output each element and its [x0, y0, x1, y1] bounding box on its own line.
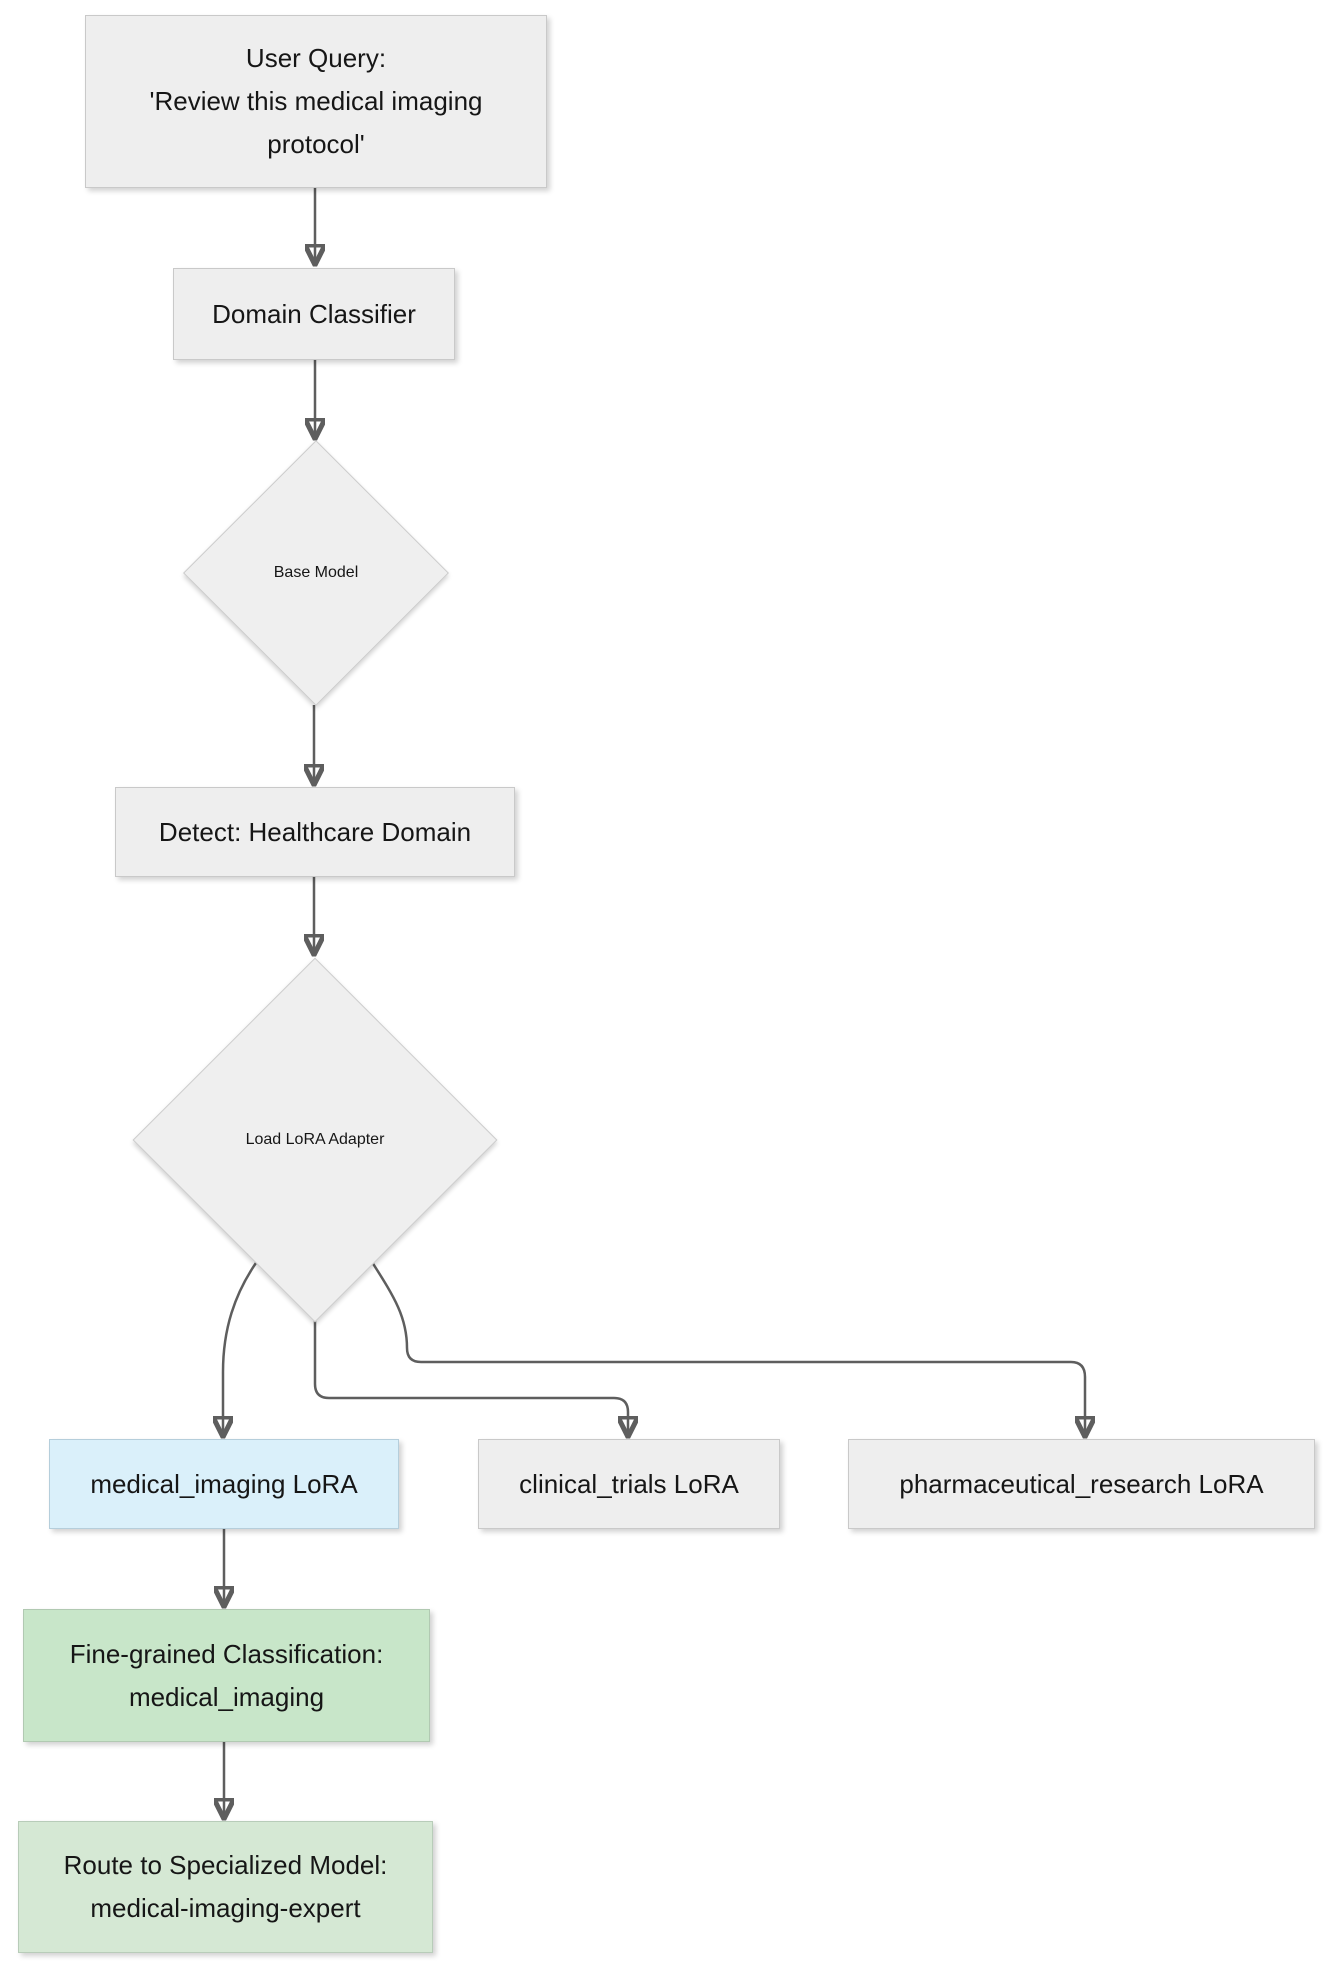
- node-load-lora-adapter-label: Load LoRA Adapter: [245, 1131, 385, 1148]
- node-medical-imaging-lora: medical_imaging LoRA: [49, 1439, 399, 1529]
- node-route-to-specialized-model: Route to Specialized Model: medical-imag…: [18, 1821, 433, 1953]
- node-route-to-specialized-model-line-2: medical-imaging-expert: [90, 1893, 361, 1923]
- node-detect-healthcare-domain-label: Detect: Healthcare Domain: [158, 816, 472, 847]
- edge-load-lora-to-pharmaceutical-research: [370, 1261, 1085, 1435]
- node-pharmaceutical-research-lora-label: pharmaceutical_research LoRA: [899, 1468, 1264, 1499]
- node-fine-grained-classification: Fine-grained Classification: medical_ima…: [23, 1609, 430, 1742]
- node-clinical-trials-lora: clinical_trials LoRA: [478, 1439, 780, 1529]
- node-fine-grained-classification-line-1: Fine-grained Classification:: [69, 1638, 384, 1669]
- edge-load-lora-to-medical-imaging: [223, 1259, 260, 1435]
- node-pharmaceutical-research-lora: pharmaceutical_research LoRA: [848, 1439, 1315, 1529]
- node-clinical-trials-lora-label: clinical_trials LoRA: [519, 1468, 739, 1499]
- node-load-lora-adapter: Load LoRA Adapter: [132, 957, 498, 1323]
- node-user-query-line-1: User Query:: [245, 43, 387, 73]
- node-base-model-label: Base Model: [273, 564, 359, 581]
- node-user-query: User Query: 'Review this medical imaging…: [85, 15, 547, 188]
- node-domain-classifier-label: Domain Classifier: [212, 298, 416, 329]
- node-base-model: Base Model: [183, 440, 449, 706]
- node-medical-imaging-lora-label: medical_imaging LoRA: [90, 1468, 358, 1499]
- edge-load-lora-to-clinical-trials: [313, 1320, 628, 1435]
- node-detect-healthcare-domain: Detect: Healthcare Domain: [115, 787, 515, 877]
- node-fine-grained-classification-line-2: medical_imaging: [128, 1681, 325, 1712]
- node-user-query-line-3: protocol': [267, 129, 365, 159]
- node-route-to-specialized-model-line-1: Route to Specialized Model:: [63, 1850, 388, 1880]
- node-domain-classifier: Domain Classifier: [173, 268, 455, 360]
- node-user-query-line-2: 'Review this medical imaging: [149, 86, 483, 116]
